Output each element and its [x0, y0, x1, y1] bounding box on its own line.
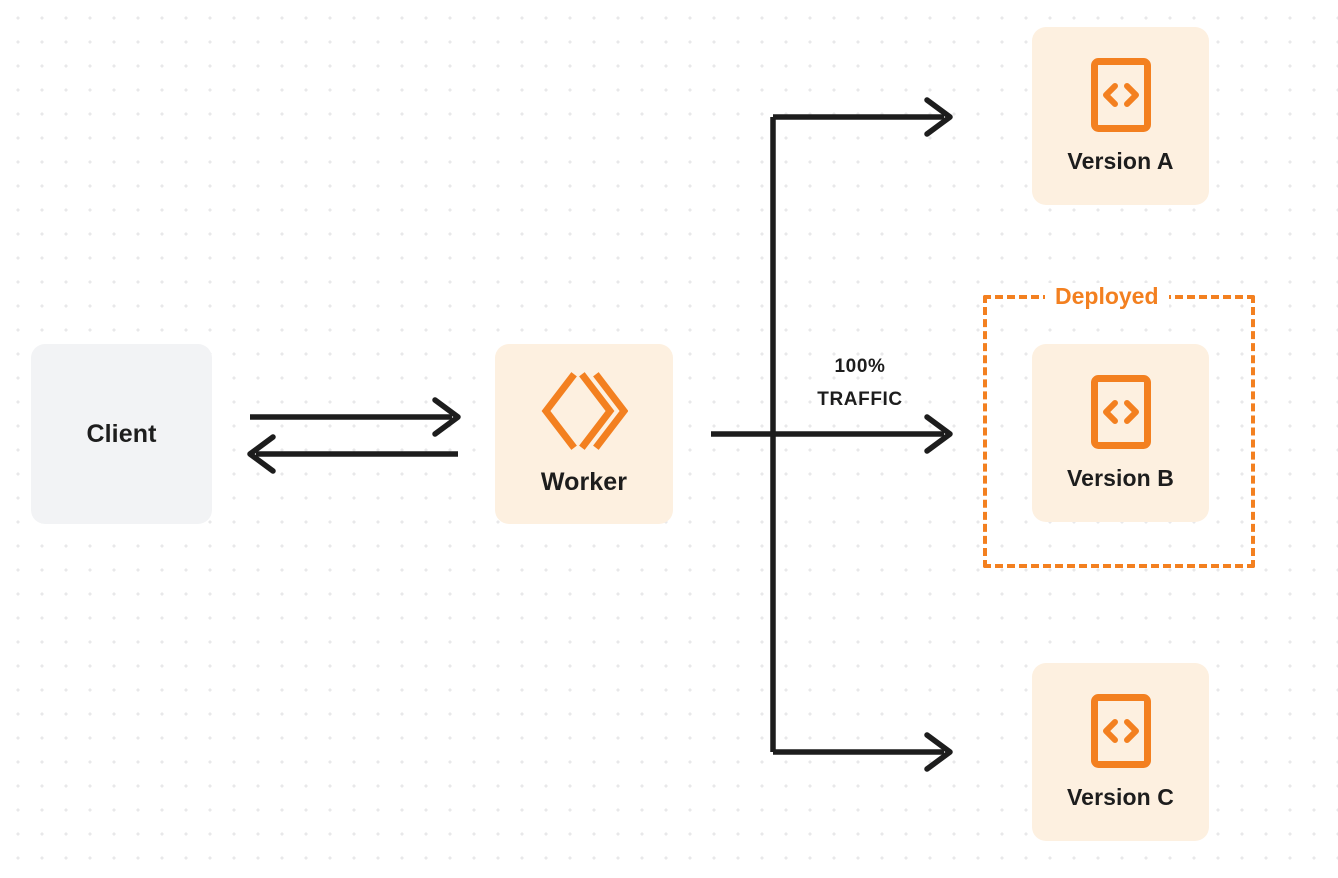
arrow-worker-to-client-head: [247, 434, 276, 474]
node-version-a-label: Version A: [1067, 147, 1174, 174]
node-version-a[interactable]: Version A: [1032, 27, 1209, 205]
branch-to-version-a-head: [924, 97, 953, 137]
traffic-percent: 100%: [834, 356, 886, 377]
code-brackets-icon: [1090, 374, 1151, 449]
code-brackets-icon: [1090, 57, 1151, 132]
traffic-annotation: 100% TRAFFIC: [785, 350, 935, 416]
node-client-label: Client: [86, 419, 157, 448]
arrow-client-to-worker-head: [432, 397, 461, 437]
node-worker[interactable]: Worker: [495, 344, 673, 524]
traffic-word: TRAFFIC: [817, 389, 903, 410]
cloudflare-workers-logo-icon: [540, 371, 628, 450]
deployed-group-label: Deployed: [1045, 283, 1169, 309]
node-worker-label: Worker: [540, 467, 628, 496]
node-version-c[interactable]: Version C: [1032, 663, 1209, 841]
code-brackets-icon: [1090, 693, 1151, 768]
branch-to-version-c-head: [924, 732, 953, 772]
branch-to-version-b-head: [924, 414, 953, 454]
node-client[interactable]: Client: [31, 344, 212, 524]
node-version-b[interactable]: Version B: [1032, 344, 1209, 522]
node-version-c-label: Version C: [1067, 783, 1174, 810]
node-version-b-label: Version B: [1067, 464, 1174, 491]
